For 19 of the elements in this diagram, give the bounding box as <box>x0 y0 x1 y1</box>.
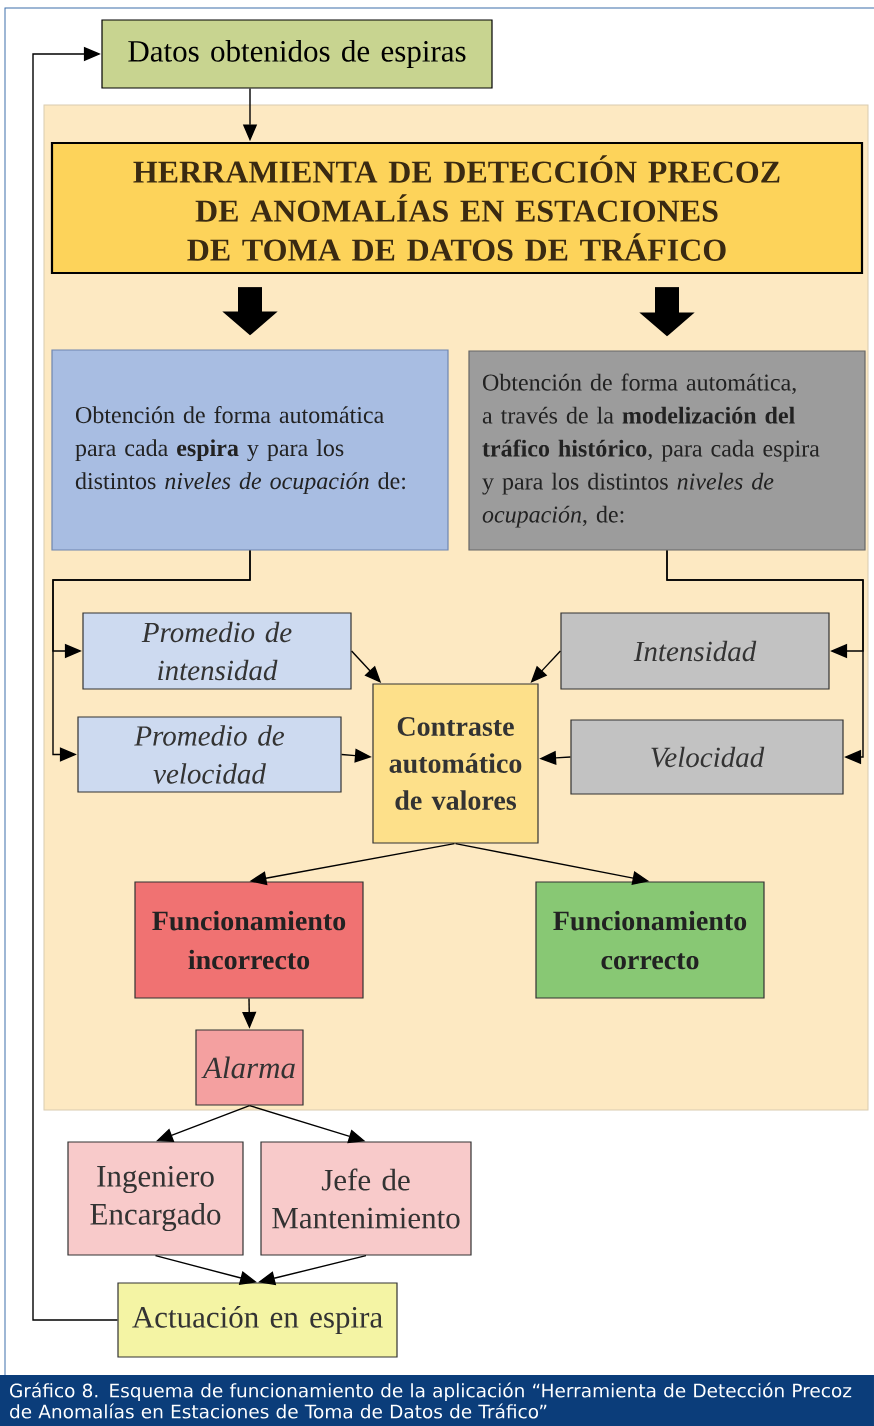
arrow <box>666 549 864 765</box>
result-box: Funcionamiento correcto <box>535 881 765 999</box>
person-box: Ingeniero Encargado <box>67 1141 244 1256</box>
comparison-box: Contraste automático de valores <box>372 683 539 844</box>
measure-box: Promedio de intensidad <box>82 612 352 690</box>
arrow <box>52 549 251 762</box>
source-box: Datos obtenidos de espiras <box>101 19 493 89</box>
title-box: HERRAMIENTA DE DETECCIÓN PRECOZ DE ANOMALÍAS EN ESTACIONES DE TOMA DE DATOS DE TRÁFICO <box>50 141 864 275</box>
measure-box: Velocidad <box>570 719 844 795</box>
process-box: Obtención de forma automática para cada espira y para los distintos niveles de ocupación de: <box>51 349 449 551</box>
person-box: Jefe de Mantenimiento <box>260 1141 472 1256</box>
action-box: Actuación en espira <box>117 1282 398 1358</box>
process-box: Obtención de forma automática, a través de la modelización del tráfico histórico, para cada espira y para los distintos niveles de ocupación, de: <box>468 350 866 551</box>
arrow <box>32 46 119 1321</box>
result-box: Funcionamiento incorrecto <box>134 881 364 999</box>
caption-band: Gráfico 8. Esquema de funcionamiento de la aplicación “Herramienta de Detección Precoz de Anomalías en Estaciones de Toma de Datos de Tráfico” <box>0 1375 874 1426</box>
alarm-box: Alarma <box>195 1029 304 1106</box>
measure-box: Intensidad <box>560 612 830 690</box>
measure-box: Promedio de velocidad <box>77 716 342 793</box>
